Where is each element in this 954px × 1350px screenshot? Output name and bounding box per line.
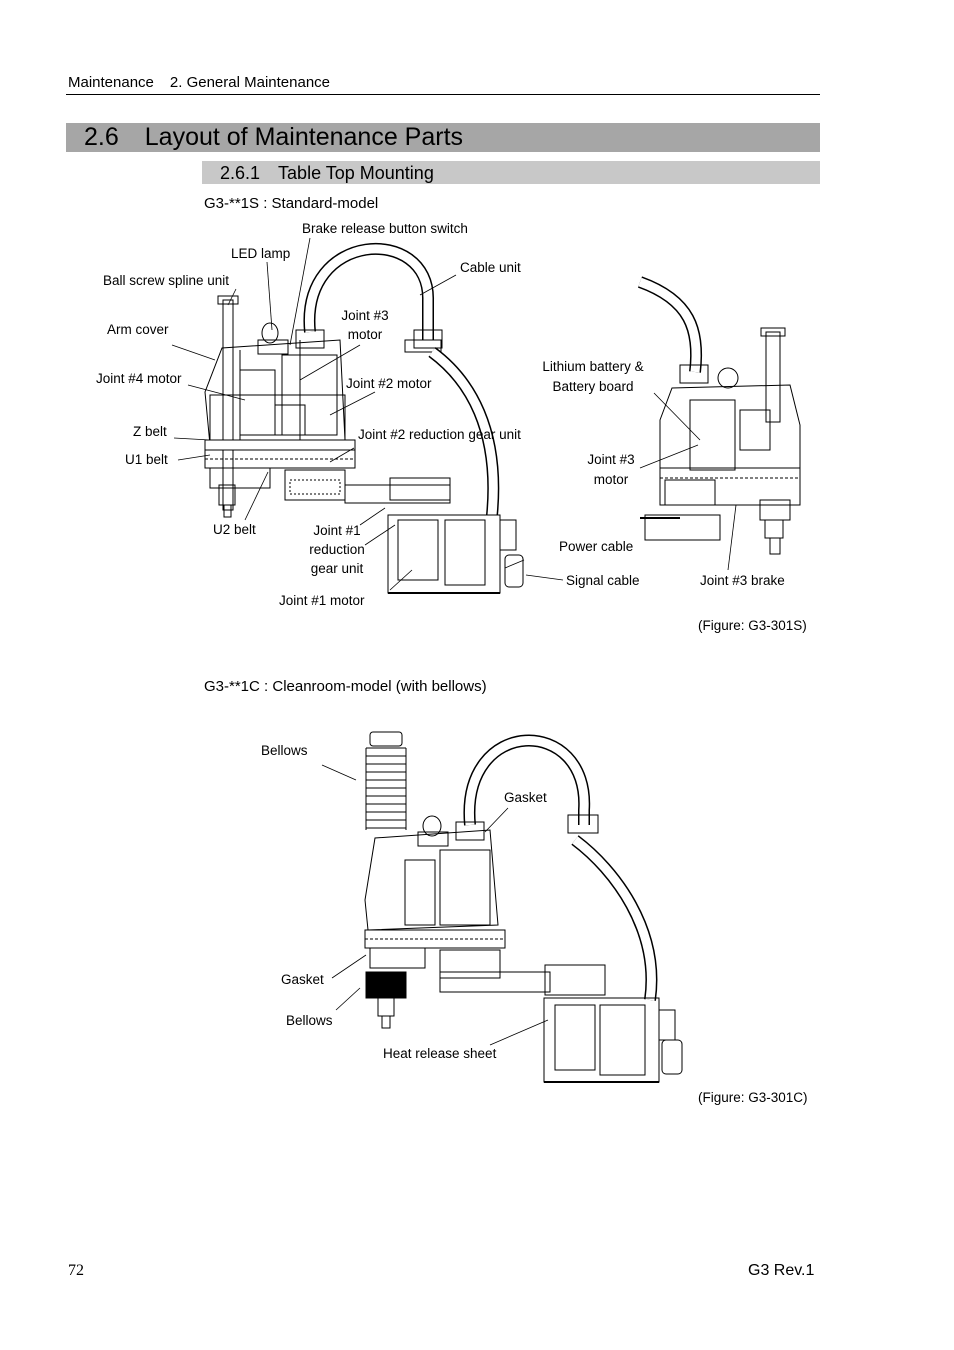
robot-side-view <box>204 242 524 594</box>
label-joint1-reduction-gear-line3: gear unit <box>310 561 364 576</box>
label-lithium-battery: Lithium battery & Battery board <box>530 358 656 395</box>
label-joint3-motor-top-line1: Joint #3 <box>341 308 389 323</box>
label-joint2-motor: Joint #2 motor <box>346 376 432 391</box>
label-joint1-reduction-gear-line1: Joint #1 <box>313 523 361 538</box>
cleanroom-leader-lines <box>321 764 549 1046</box>
standard-model-heading: G3-**1S : Standard-model <box>204 195 379 212</box>
cleanroom-figure-caption: (Figure: G3-301C) <box>698 1090 808 1105</box>
label-lithium-battery-line2: Battery board <box>552 379 634 394</box>
page-number: 72 <box>68 1262 84 1279</box>
label-u1-belt: U1 belt <box>125 452 168 467</box>
subsection-number: 2.6.1 <box>220 163 261 183</box>
label-ball-screw-spline-unit: Ball screw spline unit <box>103 273 230 288</box>
label-joint4-motor: Joint #4 motor <box>96 371 182 386</box>
label-z-belt: Z belt <box>133 424 167 439</box>
subsection-heading: 2.6.1 Table Top Mounting <box>220 162 434 184</box>
label-bellows-bottom: Bellows <box>286 1013 333 1028</box>
label-heat-release-sheet: Heat release sheet <box>383 1046 497 1061</box>
running-header: Maintenance 2. General Maintenance <box>68 74 330 91</box>
label-cable-unit: Cable unit <box>460 260 521 275</box>
subsection-heading-bar <box>202 161 820 184</box>
header-section: 2. General Maintenance <box>169 74 331 91</box>
label-led-lamp: LED lamp <box>231 246 291 261</box>
label-joint1-reduction-gear-line2: reduction <box>309 542 365 557</box>
label-joint1-motor: Joint #1 motor <box>279 593 365 608</box>
label-gasket-top: Gasket <box>504 790 547 805</box>
label-u2-belt: U2 belt <box>213 522 256 537</box>
label-joint3-motor-top: Joint #3 motor <box>330 307 400 343</box>
label-joint2-reduction-gear: Joint #2 reduction gear unit <box>358 427 521 442</box>
label-joint1-reduction-gear: Joint #1 reduction gear unit <box>298 522 376 577</box>
robot-cleanroom-view <box>364 731 683 1083</box>
document-revision: G3 Rev.1 <box>748 1262 815 1279</box>
standard-leader-lines <box>171 237 737 591</box>
label-arm-cover: Arm cover <box>107 322 169 337</box>
section-heading: 2.6 Layout of Maintenance Parts <box>84 122 463 152</box>
standard-figure-caption: (Figure: G3-301S) <box>698 618 807 633</box>
label-joint3-brake: Joint #3 brake <box>700 573 785 588</box>
label-joint3-motor-right: Joint #3 motor <box>576 451 646 488</box>
header-chapter: Maintenance <box>68 74 154 91</box>
label-brake-release-switch: Brake release button switch <box>302 221 468 236</box>
label-joint3-motor-top-line2: motor <box>347 327 383 342</box>
label-joint3-motor-right-line1: Joint #3 <box>587 452 635 467</box>
label-power-cable: Power cable <box>559 539 634 554</box>
cleanroom-model-heading: G3-**1C : Cleanroom-model (with bellows) <box>204 678 487 695</box>
bellows-top-shape <box>365 747 407 830</box>
header-rule <box>66 94 820 95</box>
label-gasket-bottom: Gasket <box>281 972 324 987</box>
section-number: 2.6 <box>84 123 119 151</box>
robot-rear-view <box>637 276 801 555</box>
label-signal-cable: Signal cable <box>566 573 640 588</box>
section-title: Layout of Maintenance Parts <box>144 123 464 151</box>
section-heading-bar <box>66 123 820 152</box>
label-lithium-battery-line1: Lithium battery & <box>542 359 644 374</box>
label-joint3-motor-right-line2: motor <box>593 472 629 487</box>
label-bellows-top: Bellows <box>261 743 308 758</box>
subsection-title: Table Top Mounting <box>278 163 434 183</box>
